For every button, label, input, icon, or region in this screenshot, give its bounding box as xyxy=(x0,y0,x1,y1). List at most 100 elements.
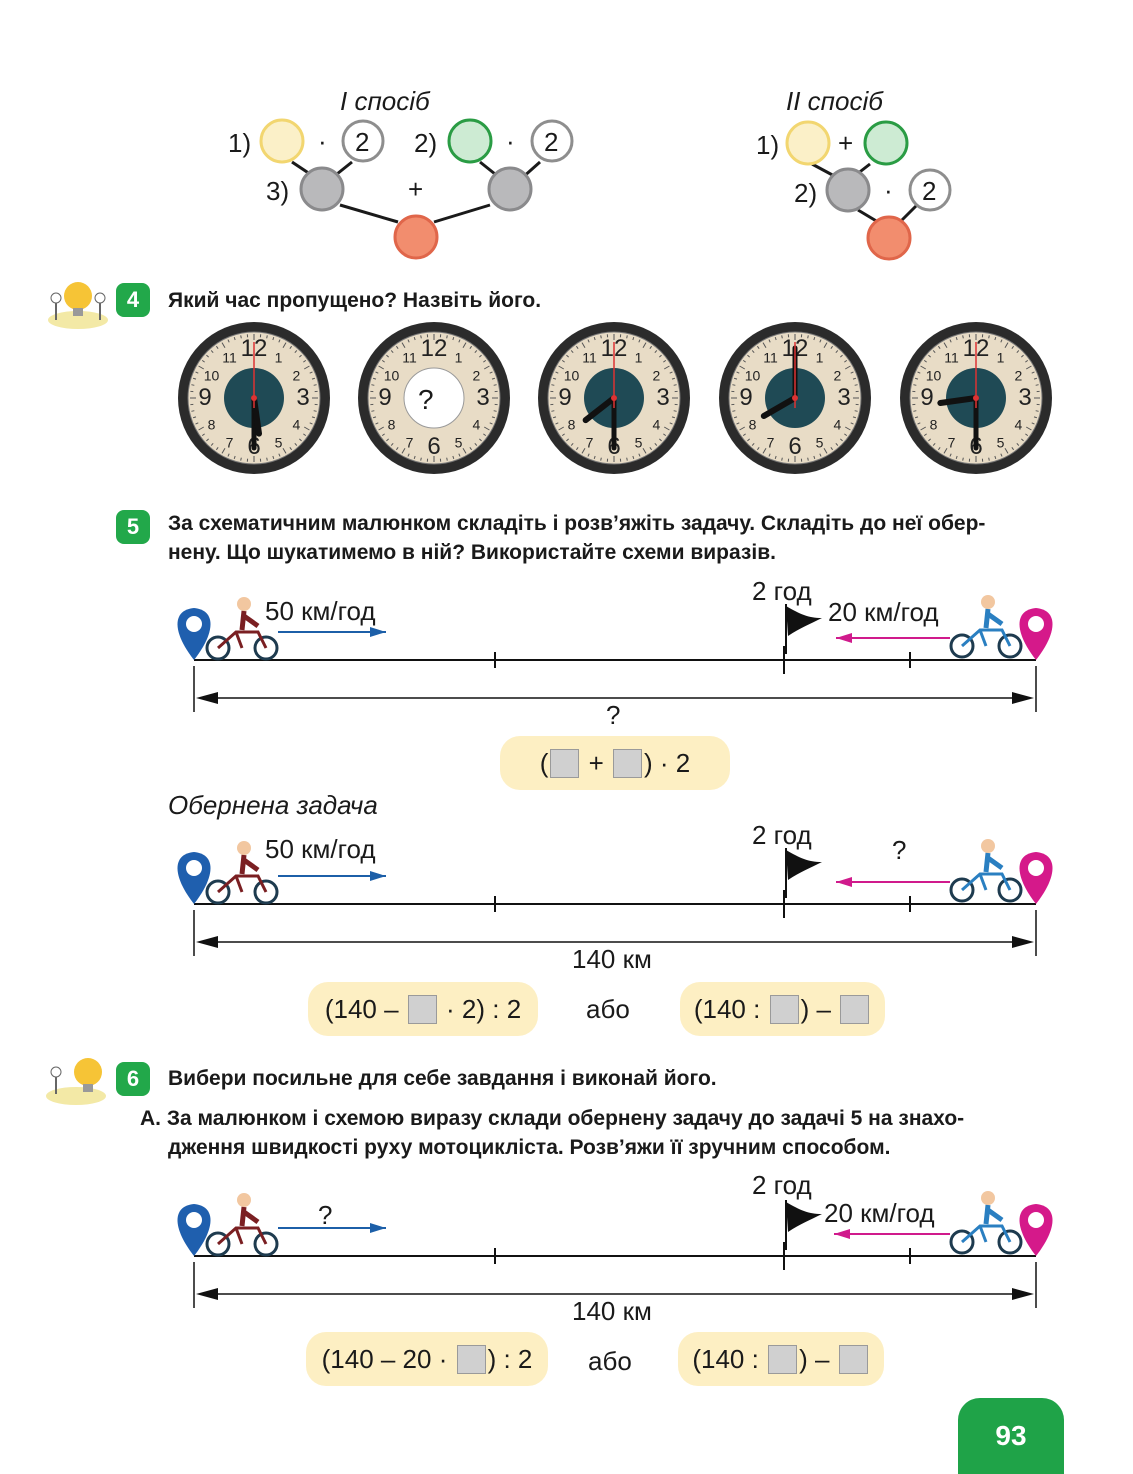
clock-numeral: 4 xyxy=(1015,417,1023,433)
clock-numeral: 8 xyxy=(568,417,576,433)
clock-tick xyxy=(663,359,667,363)
blank-box[interactable] xyxy=(769,994,799,1024)
clock-numeral: 5 xyxy=(997,434,1005,450)
clock-tick xyxy=(462,342,467,349)
clock-tick xyxy=(282,342,287,349)
clock-tick xyxy=(407,453,410,457)
clock-tick xyxy=(835,442,839,446)
clock-tick xyxy=(386,354,390,358)
blank-box[interactable] xyxy=(407,994,437,1024)
expression-3b: (140 : ) – xyxy=(678,1332,884,1386)
task-6a-line-2: дження швидкості руху мотоцикліста. Розв… xyxy=(168,1136,891,1159)
clock-tick xyxy=(658,438,662,442)
clock-tick xyxy=(835,350,839,354)
clock-tick xyxy=(272,455,275,460)
blank-box[interactable] xyxy=(456,1344,486,1374)
motion-diagram-2 xyxy=(177,839,1053,956)
clock-tick xyxy=(1020,438,1024,442)
clock-numeral: 9 xyxy=(198,384,211,411)
pin-hole xyxy=(186,1212,202,1228)
clock-tick xyxy=(949,453,952,457)
clock-tick xyxy=(587,453,590,457)
clock-tick xyxy=(739,365,746,370)
clock-tick xyxy=(823,447,828,454)
clock-tick xyxy=(673,384,677,386)
clock-numeral: 3 xyxy=(296,384,309,411)
clock-tick xyxy=(1031,422,1035,425)
clock-tick xyxy=(928,438,932,442)
clock-numeral: 10 xyxy=(745,368,761,384)
clock-pin xyxy=(251,395,257,401)
rider-body xyxy=(239,854,260,875)
clock-tick xyxy=(272,336,275,341)
clock-tick xyxy=(570,350,574,354)
clock-tick xyxy=(493,384,497,386)
clock-numeral: 4 xyxy=(834,417,842,433)
clock-tick xyxy=(195,371,199,374)
clock-numeral: 9 xyxy=(739,384,752,411)
clock-tick xyxy=(932,350,936,354)
blank-box[interactable] xyxy=(613,748,643,778)
clock-tick xyxy=(1016,442,1020,446)
clock-tick xyxy=(210,442,214,446)
clock-tick xyxy=(928,354,932,358)
clock-tick xyxy=(774,455,777,460)
pin-hole xyxy=(1028,616,1044,632)
clock-tick xyxy=(917,371,921,374)
clock-tick xyxy=(452,336,455,341)
expr2a-left: (140 – xyxy=(324,993,399,1024)
clock-tick xyxy=(671,377,676,380)
motorcyclist-icon xyxy=(205,841,279,905)
task-6-text: Вибери посильне для себе завдання і вико… xyxy=(168,1067,717,1090)
clock-tick xyxy=(575,447,579,451)
clock-tick xyxy=(1011,345,1015,349)
wheel xyxy=(205,879,231,905)
d1-speed-left: 50 км/год xyxy=(265,596,376,626)
clock-numeral: 3 xyxy=(1018,384,1031,411)
clock-tick xyxy=(413,336,416,341)
rider-body xyxy=(239,610,260,631)
d3-time: 2 год xyxy=(752,1170,812,1200)
lightbulb-team-icon xyxy=(48,282,108,329)
clock-tick xyxy=(378,426,385,431)
m1-step2: 2) xyxy=(414,128,438,158)
clock-tick xyxy=(654,442,658,446)
wheel xyxy=(949,1229,975,1255)
clock-tick xyxy=(600,335,602,339)
clock-tick xyxy=(491,416,496,419)
clock-tick xyxy=(311,377,316,380)
clock-tick xyxy=(395,345,399,349)
clock-numeral: 3 xyxy=(656,384,669,411)
clock-tick xyxy=(988,335,990,339)
clock-tick xyxy=(240,335,242,339)
clock-tick xyxy=(558,426,565,431)
clock-numeral: 2 xyxy=(653,368,661,384)
blank-box[interactable] xyxy=(840,994,870,1024)
clock-numeral: 11 xyxy=(402,350,417,366)
wheel xyxy=(205,1231,231,1257)
blank-box[interactable] xyxy=(838,1344,868,1374)
clock-tick xyxy=(1025,359,1029,363)
expr2a-right: · 2) : 2 xyxy=(446,993,522,1024)
clock-tick xyxy=(813,455,816,460)
clock-tick xyxy=(1025,426,1032,431)
wheel xyxy=(997,633,1023,659)
blank-box[interactable] xyxy=(768,1344,798,1374)
clock-tick xyxy=(839,438,843,442)
clock-tick xyxy=(1033,377,1038,380)
motion-diagram-3 xyxy=(177,1191,1053,1308)
d2-time: 2 год xyxy=(752,820,812,850)
expr1-open: ( xyxy=(539,747,549,778)
clock-numeral: 4 xyxy=(653,417,661,433)
clock-tick xyxy=(649,345,653,349)
pin-shape xyxy=(1019,852,1053,904)
orange-circle xyxy=(393,214,439,260)
clock-tick xyxy=(395,447,399,451)
location-pin-pink-icon xyxy=(1019,608,1053,660)
clock-tick xyxy=(192,416,197,419)
motorcyclist-icon xyxy=(205,1193,279,1257)
clock-tick xyxy=(739,426,746,431)
clock-tick xyxy=(289,447,293,451)
blank-box[interactable] xyxy=(550,748,580,778)
clock-tick xyxy=(732,384,736,386)
